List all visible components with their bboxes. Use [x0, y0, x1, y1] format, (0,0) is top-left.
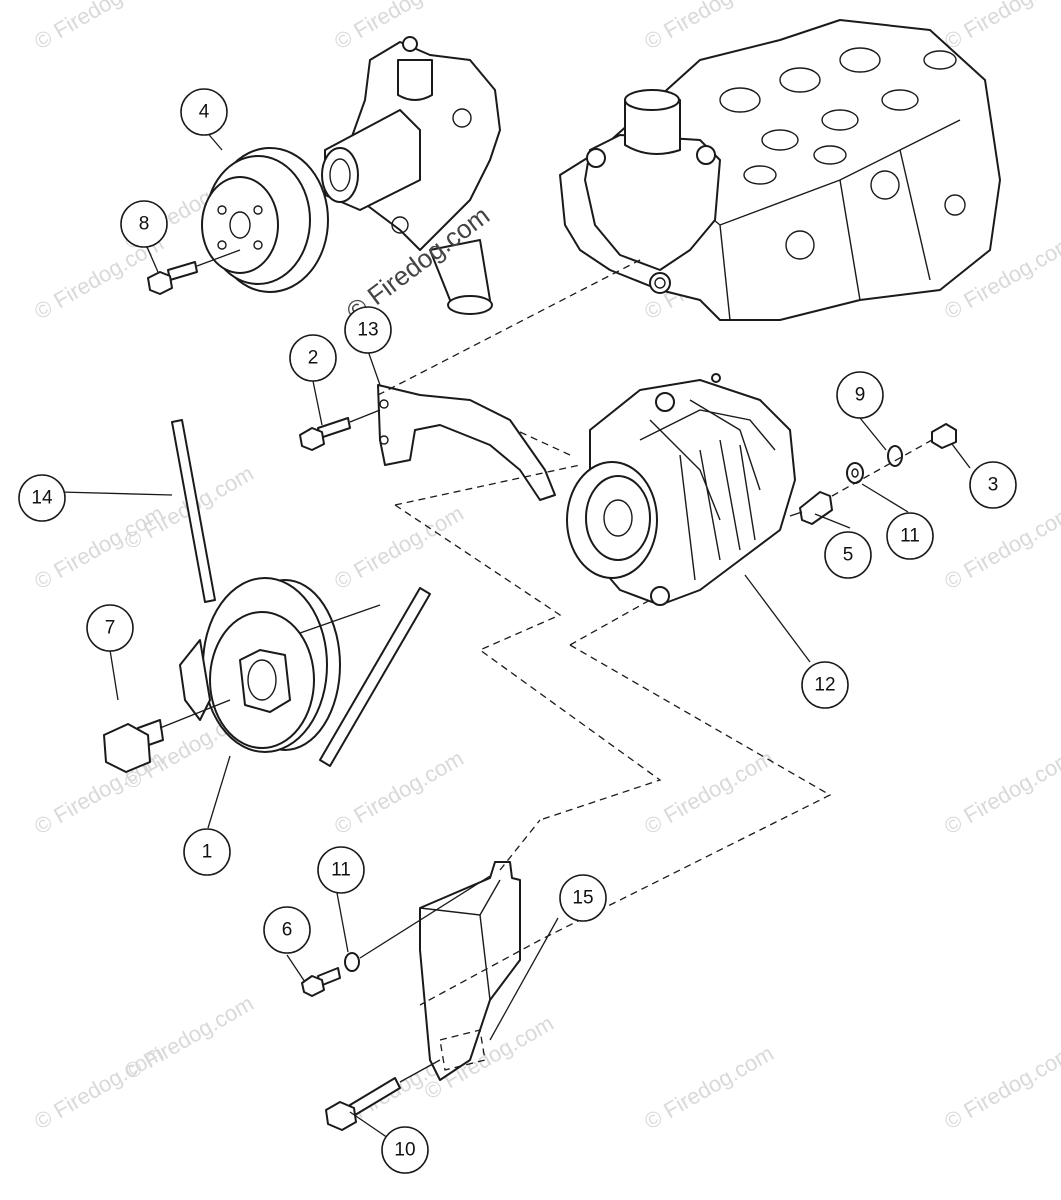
watermark-text: © Firedog.com: [30, 0, 168, 54]
alternator: [566, 373, 796, 606]
callout-8: 8: [120, 200, 168, 248]
fan-bolt: [147, 249, 241, 295]
callout-number: 11: [900, 526, 920, 547]
callout-6: 6: [263, 906, 311, 954]
callout-circle: [381, 1126, 429, 1174]
callout-circle: [969, 461, 1017, 509]
callout-1: 1: [183, 828, 231, 876]
callout-14: 14: [18, 474, 66, 522]
watermark-text: © Firedog.com: [330, 745, 468, 839]
v-belt: [171, 419, 431, 767]
long-bolt: [325, 1059, 441, 1131]
callout-number: 5: [843, 545, 854, 566]
callout-10: 10: [381, 1126, 429, 1174]
callout-circle: [289, 334, 337, 382]
cylinder-head: [559, 19, 1001, 321]
adjust-bracket: [377, 384, 556, 501]
watermark-text: © Firedog.com: [640, 1040, 778, 1134]
callout-number: 2: [308, 348, 319, 369]
callout-number: 1: [202, 842, 213, 863]
callout-number: 8: [139, 214, 150, 235]
callout-circle: [86, 604, 134, 652]
callout-number: 4: [199, 102, 210, 123]
callout-number: 14: [31, 488, 53, 509]
callout-11a: 11: [886, 512, 934, 560]
callout-circle: [183, 828, 231, 876]
callout-number: 3: [988, 475, 999, 496]
watermark-text: © Firedog.com: [330, 500, 468, 594]
callout-number: 7: [105, 618, 116, 639]
water-pump: [321, 36, 501, 315]
callout-circle: [344, 306, 392, 354]
callout-12: 12: [801, 661, 849, 709]
callout-4: 4: [180, 88, 228, 136]
callout-number: 15: [572, 888, 593, 909]
callout-number: 6: [282, 920, 293, 941]
callout-circle: [801, 661, 849, 709]
watermark-text: © Firedog.com: [940, 500, 1061, 594]
callout-circle: [836, 371, 884, 419]
callout-number: 12: [814, 675, 835, 696]
callout-circle: [263, 906, 311, 954]
callout-circle: [18, 474, 66, 522]
callout-3: 3: [969, 461, 1017, 509]
callout-circle: [317, 846, 365, 894]
callout-15: 15: [559, 874, 607, 922]
callout-7: 7: [86, 604, 134, 652]
callout-circle: [180, 88, 228, 136]
watermark-text: © Firedog.com: [940, 1040, 1061, 1134]
callout-circle: [559, 874, 607, 922]
leader-lines: [59, 129, 971, 1139]
belt-cover: [419, 861, 521, 1081]
callout-number: 10: [394, 1140, 415, 1161]
callout-circle: [824, 531, 872, 579]
fan-pulley: [201, 147, 329, 293]
bracket-bolt: [299, 409, 381, 451]
callout-2: 2: [289, 334, 337, 382]
callout-11b: 11: [317, 846, 365, 894]
callout-5: 5: [824, 531, 872, 579]
callout-circle: [120, 200, 168, 248]
callout-number: 13: [357, 320, 378, 341]
callout-9: 9: [836, 371, 884, 419]
watermark-text: © Firedog.com: [940, 0, 1061, 54]
cover-bolt: [301, 875, 491, 997]
callout-number: 9: [855, 385, 866, 406]
alignment-lines: [377, 259, 832, 1006]
callout-13: 13: [344, 306, 392, 354]
pulley-bolt: [103, 699, 231, 773]
watermark-text: © Firedog.com: [120, 990, 258, 1084]
callout-number: 11: [331, 860, 351, 881]
callout-circle: [886, 512, 934, 560]
crank-pulley: [179, 577, 341, 753]
alternator-hardware: [789, 423, 957, 525]
watermark-text: © Firedog.com: [940, 745, 1061, 839]
watermark-text: © Firedog.com: [640, 745, 778, 839]
